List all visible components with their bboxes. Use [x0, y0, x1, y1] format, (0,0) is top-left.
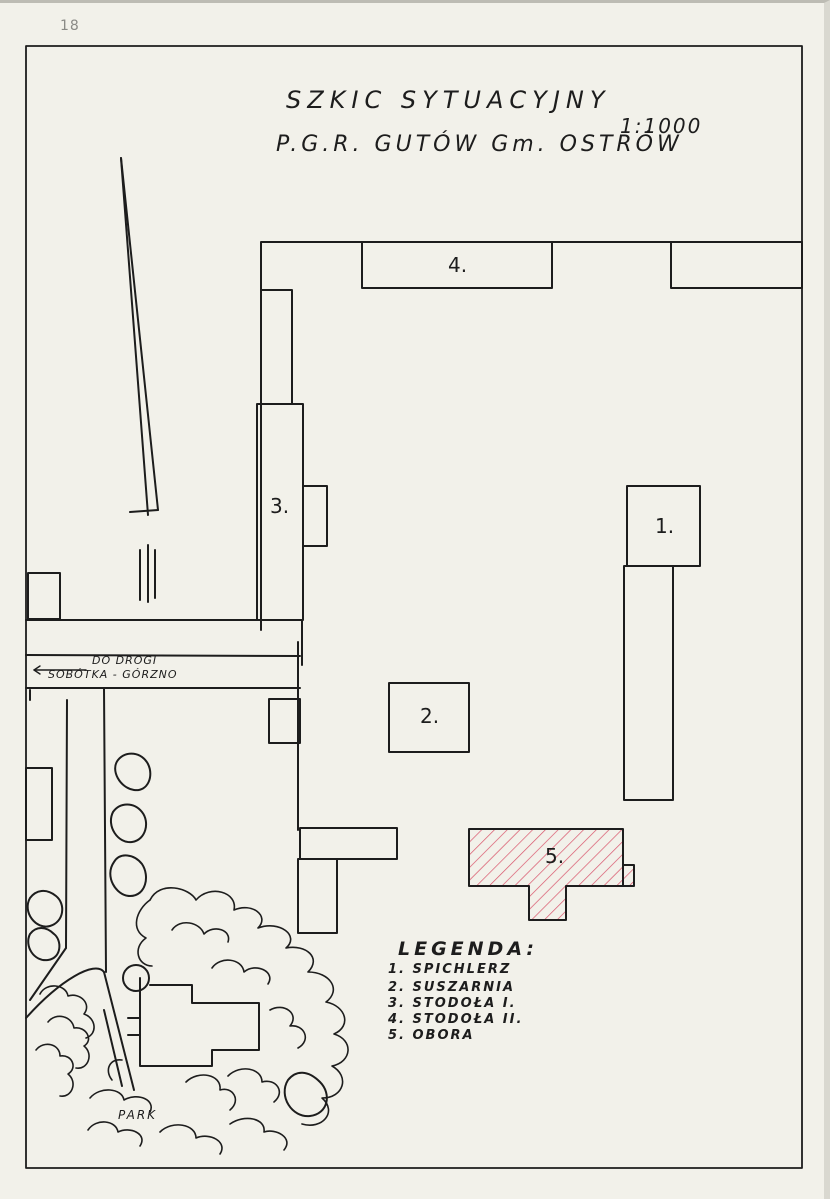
park-label: PARK [118, 1108, 158, 1122]
legend-item: 3. STODOŁA I. [388, 996, 517, 1011]
building-5 [468, 828, 635, 921]
map-title: SZKIC SYTUACYJNY [286, 86, 611, 114]
legend-item: 1. SPICHLERZ [388, 962, 512, 977]
building-1 [623, 485, 701, 801]
page-number: 18 [60, 18, 80, 34]
outbuilding-left-lower [25, 767, 53, 841]
building-1-label: 1. [655, 514, 675, 538]
north-arrow [120, 157, 159, 603]
map-scale: 1:1000 [620, 114, 703, 138]
legend-heading: LEGENDA: [398, 938, 538, 960]
building-5-label: 5. [545, 844, 565, 868]
building-3 [256, 289, 328, 621]
legend-item: 4. STODOŁA II. [388, 1012, 524, 1027]
legend-item: 5. OBORA [388, 1028, 475, 1043]
building-2 [388, 682, 470, 753]
park-paths [25, 947, 135, 1091]
outbuilding-south [297, 827, 398, 934]
outbuilding-road [268, 698, 301, 744]
road-arrow [33, 665, 87, 675]
road-label-line2: SOBÓTKA - GÓRZNO [48, 668, 178, 681]
building-4-label: 4. [448, 253, 468, 277]
road [25, 619, 301, 973]
road-label-line1: DO DROGI [92, 654, 158, 667]
map-subtitle: P.G.R. GUTÓW Gm. OSTRÓW [276, 132, 683, 157]
site-boundary [260, 241, 803, 831]
outbuilding-left-upper [27, 572, 61, 620]
legend-item: 2. SUSZARNIA [388, 980, 516, 995]
park-vegetation [35, 887, 349, 1155]
map-border [25, 45, 803, 1169]
tree-row [26, 752, 328, 1118]
building-2-label: 2. [420, 704, 440, 728]
building-3-label: 3. [270, 494, 290, 518]
manor-house [122, 964, 260, 1067]
building-4 [361, 241, 553, 289]
building-4-east [670, 241, 803, 289]
